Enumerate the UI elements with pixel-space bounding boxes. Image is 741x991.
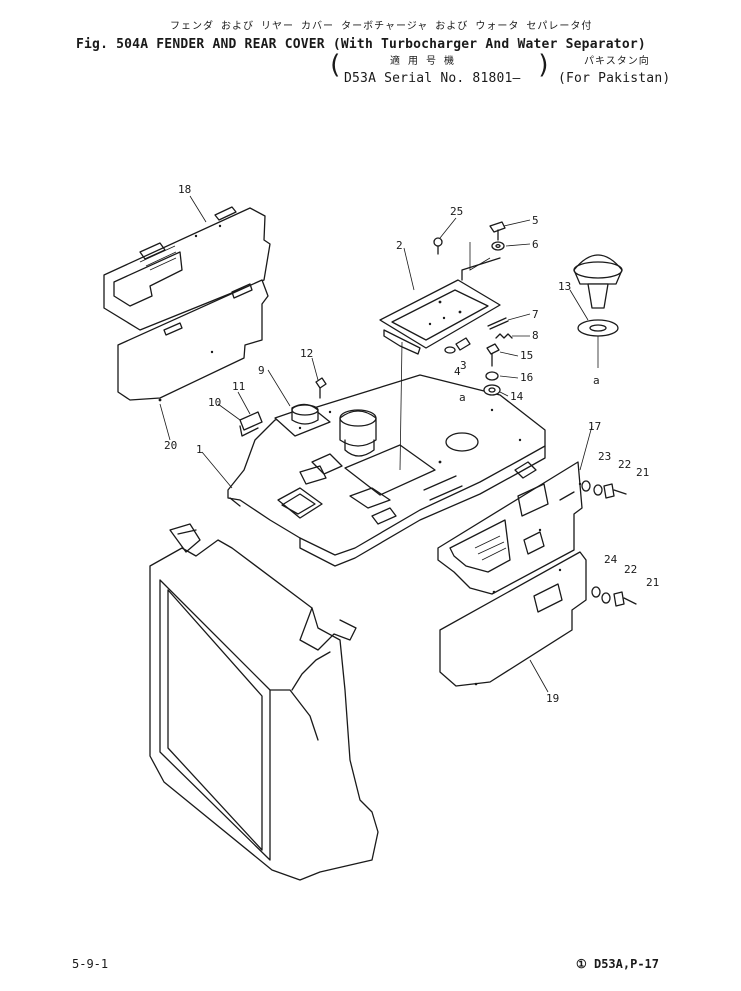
part-label-21-upper: 21 [636,466,650,479]
part-label-9: 9 [258,364,265,377]
part-10-bracket [239,425,259,437]
part-21-bolt-upper [603,483,627,499]
part-22-washer-lower [601,592,611,604]
part-5-wing-bolt [489,221,506,241]
part-label-23: 23 [598,450,612,463]
part-20-cover-panel [117,279,269,402]
part-label-13: 13 [558,280,572,293]
part-label-8: 8 [532,329,539,342]
part-2-cover-plate [379,257,501,355]
part-label-22-upper: 22 [618,458,632,471]
japanese-title: フェンダ および リヤー カバー ターボチャージャ および ウォータ セパレータ… [170,21,593,32]
part-label-17: 17 [588,420,602,433]
figure-title: Fig. 504A FENDER AND REAR COVER (With Tu… [76,37,646,52]
document-reference: ① D53A,P-17 [576,957,660,971]
part-label-5: 5 [532,214,539,227]
japanese-applicable-serial: 適 用 号 機 [390,56,456,67]
part-label-19: 19 [546,692,560,705]
part-label-24: 24 [604,553,618,566]
part-19-cover-panel [439,551,587,687]
part-6-washer [491,241,505,251]
japanese-pakistan: パキスタン向 [584,56,650,67]
part-label-18: 18 [178,183,192,196]
part-label-20: 20 [164,439,178,452]
part-label-2: 2 [396,239,403,252]
for-pakistan: (For Pakistan) [558,71,671,86]
part-12-bolt [315,377,327,399]
part-label-3: 3 [460,359,467,372]
part-label-10: 10 [208,396,222,409]
serial-number: D53A Serial No. 81801– [344,71,521,86]
part-label-22-lower: 22 [624,563,638,576]
part-label-1: 1 [196,443,203,456]
part-label-14: 14 [510,390,524,403]
part-label-11: 11 [232,380,246,393]
leader-lines [159,195,593,693]
part-18-cover-panel [103,206,271,331]
part-21-bolt-lower [613,591,637,607]
part-label-12: 12 [300,347,314,360]
part-label-6: 6 [532,238,539,251]
part-3-bolt [455,337,471,351]
part-15-bolt [486,343,500,367]
leader-line-bolt [469,242,491,271]
part-22-washer-upper [593,484,603,496]
close-paren: ) [536,50,552,80]
leader-line-plate [399,341,403,471]
part-11-clamp [239,411,263,431]
ref-label-a-center: a [459,391,466,404]
part-label-15: 15 [520,349,534,362]
open-paren: ( [327,50,343,80]
part-label-25: 25 [450,205,464,218]
part-23-washer [581,480,591,492]
page-number: 5-9-1 [72,957,109,971]
ref-label-a-right: a [593,374,600,387]
part-7-pin [487,317,509,330]
radiator-guard-frame [149,523,379,881]
part-9-water-separator-bracket [274,403,331,437]
part-24-washer [591,586,601,598]
part-label-16: 16 [520,371,534,384]
part-label-4: 4 [454,365,461,378]
part-25-bolt [433,237,443,255]
part-13-cap [573,254,623,368]
part-4-washer [444,346,456,354]
part-14-washer [483,384,501,396]
part-8-spring [495,333,513,339]
part-label-7: 7 [532,308,539,321]
part-16-nut [485,371,499,381]
part-label-21-lower: 21 [646,576,660,589]
part-17-cover-panel [437,461,583,595]
